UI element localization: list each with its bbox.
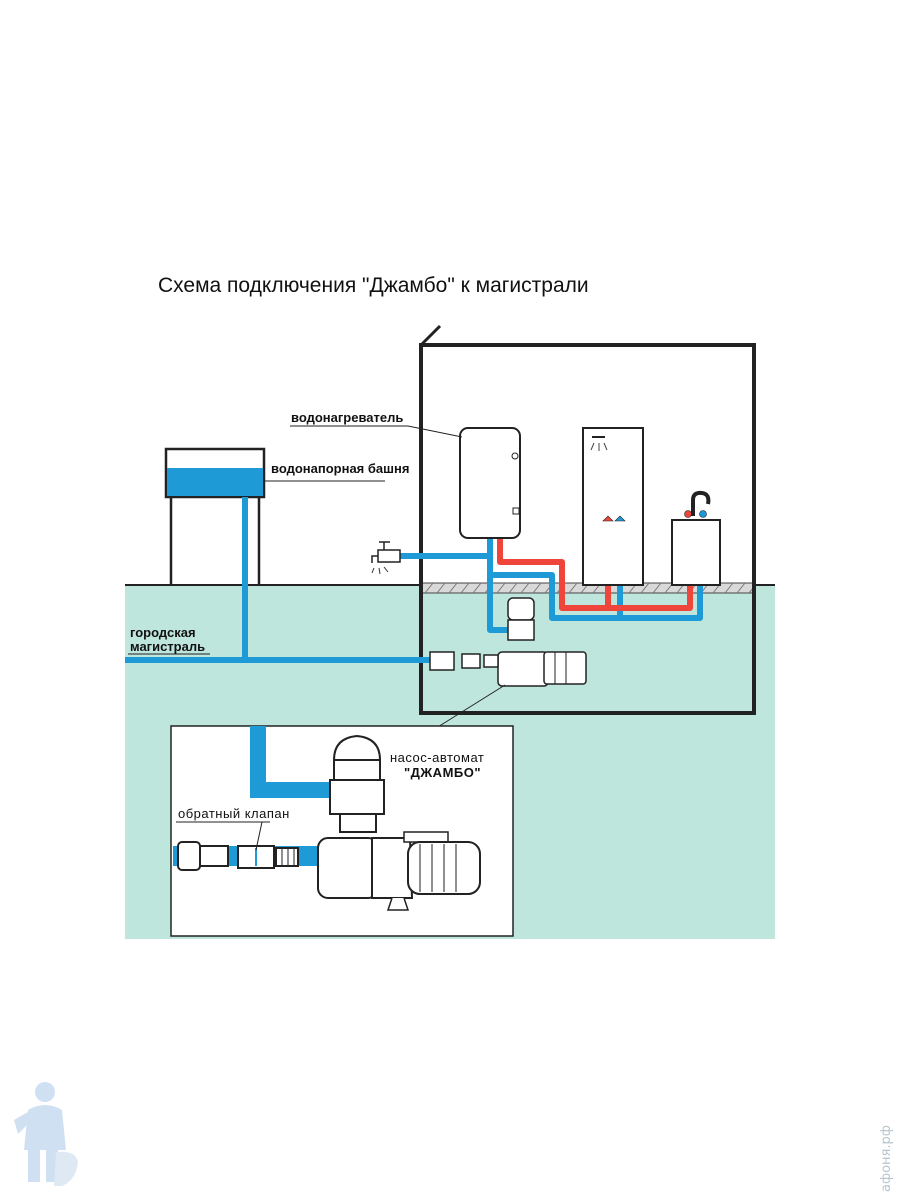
label-city-main-2: магистраль xyxy=(130,639,205,654)
pump-detail-inset xyxy=(170,725,514,937)
label-pump-2: "ДЖАМБО" xyxy=(404,765,481,780)
label-pump-1: насос-автомат xyxy=(390,750,484,765)
sink xyxy=(671,490,721,586)
water-heater xyxy=(459,427,521,539)
outdoor-tap xyxy=(371,541,401,575)
plumber-mascot-logo xyxy=(14,1082,78,1186)
shower-cabin xyxy=(582,427,644,586)
leader-lines xyxy=(128,425,506,731)
watermark-text: афоня.рф xyxy=(879,1125,894,1192)
water-tower xyxy=(164,447,266,585)
label-water-heater: водонагреватель xyxy=(291,410,403,425)
cold-water-pipes xyxy=(125,497,703,663)
label-city-main-1: городская xyxy=(130,625,196,640)
label-water-tower: водонапорная башня xyxy=(271,461,409,476)
hot-distribution-pipe xyxy=(497,520,693,611)
house xyxy=(419,324,756,715)
diagram-title: Схема подключения "Джамбо" к магистрали xyxy=(158,274,589,297)
basement-pump xyxy=(429,597,587,687)
heater-feed-pipe xyxy=(487,538,515,633)
label-check-valve: обратный клапан xyxy=(178,806,290,821)
